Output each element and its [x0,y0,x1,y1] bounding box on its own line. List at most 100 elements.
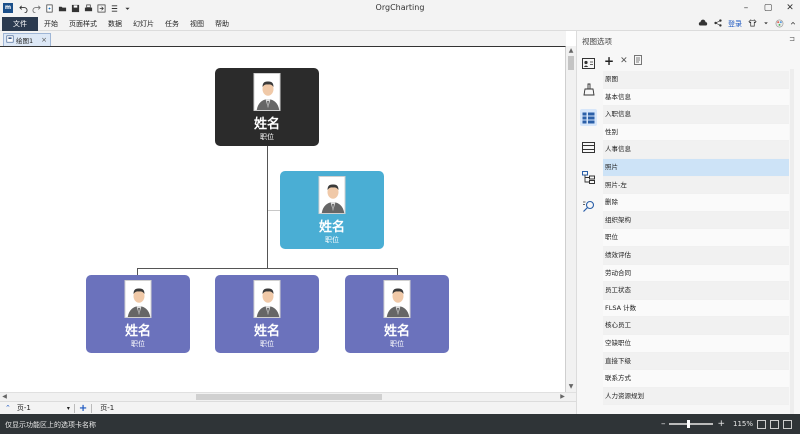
qat-dropdown-icon[interactable] [122,4,132,14]
list-item-selected[interactable]: 照片 [603,158,789,177]
list-item[interactable]: 基本信息 [603,88,789,107]
redo-icon[interactable] [31,4,41,14]
page-select[interactable]: 页-1 [16,404,31,412]
menu-item-data[interactable]: 数据 [108,20,122,28]
list-item[interactable]: 员工状态 [603,282,789,300]
node-name: 姓名 [383,324,410,339]
horizontal-scrollbar[interactable]: ◀ ▶ [0,392,576,401]
page-tab[interactable]: 页-1 [100,404,115,412]
menu-item-view[interactable]: 视图 [190,20,204,28]
save-icon[interactable] [70,4,80,14]
zoom-controls: – + 115% [661,417,792,431]
panel-scrollbar[interactable] [790,69,794,419]
menu-file[interactable]: 文件 [2,17,38,31]
undo-icon[interactable] [18,4,28,14]
list-item[interactable]: 劳动合同 [603,264,789,283]
document-icon [6,35,14,45]
menu-item-home[interactable]: 开始 [44,20,58,28]
scroll-left-icon[interactable]: ◀ [2,393,7,400]
list-item[interactable]: 照片-左 [603,176,789,195]
full-screen-icon[interactable] [783,419,792,429]
node-name: 姓名 [253,117,280,132]
skin-dropdown-icon[interactable] [763,20,769,28]
minimize-icon[interactable]: – [743,3,749,13]
add-icon[interactable]: + [604,54,615,68]
palette-icon[interactable] [775,19,784,30]
list-item[interactable]: 人力资源规划 [603,387,789,406]
maximize-icon[interactable]: ▢ [763,3,773,13]
node-name: 姓名 [318,220,345,235]
fit-width-icon[interactable] [757,419,766,429]
menu-item-help[interactable]: 帮助 [215,20,229,28]
connector-line [397,268,398,275]
scroll-right-icon[interactable]: ▶ [560,393,565,400]
scroll-down-icon[interactable]: ▼ [568,383,574,390]
list-item[interactable]: 空缺职位 [603,334,789,353]
page-setup-icon[interactable] [109,4,119,14]
menu-item-tasks[interactable]: 任务 [165,20,179,28]
format-brush-icon[interactable] [580,81,597,98]
share-icon[interactable] [714,19,722,29]
hierarchy-icon[interactable] [580,169,597,186]
collapse-ribbon-icon[interactable] [790,20,796,28]
list-item[interactable]: 组织架构 [603,211,789,230]
document-tab-strip: 绘图1 × [0,31,566,46]
list-item[interactable]: 性别 [603,123,789,142]
edit-list-icon[interactable] [633,55,643,67]
login-link[interactable]: 登录 [728,20,742,28]
search-list-icon[interactable] [580,198,597,215]
list-item[interactable]: 原图 [603,71,789,89]
list-view-icon[interactable] [580,109,597,126]
panel-pin-icon[interactable]: ⊐ [789,35,795,43]
person-avatar-icon [319,177,345,213]
list-item[interactable]: 联系方式 [603,370,789,388]
org-node-child-3[interactable]: 姓名 职位 [345,275,449,353]
vertical-scroll-thumb[interactable] [568,56,574,70]
zoom-level[interactable]: 115% [732,420,753,428]
scroll-up-icon[interactable]: ▲ [568,47,574,54]
org-node-root[interactable]: 姓名 职位 [215,68,319,146]
new-file-icon[interactable] [44,4,54,14]
list-item[interactable]: 绩效评估 [603,246,789,265]
vertical-scrollbar[interactable]: ▲ ▼ [566,46,576,392]
delete-icon[interactable]: ✕ [620,56,628,66]
menu-item-page-style[interactable]: 页面样式 [69,20,97,28]
open-folder-icon[interactable] [57,4,67,14]
add-page-button[interactable]: + [78,402,88,414]
list-item[interactable]: 人事信息 [603,141,789,159]
cloud-icon[interactable] [698,19,708,29]
print-icon[interactable] [83,4,93,14]
org-node-child-1[interactable]: 姓名 职位 [86,275,190,353]
export-icon[interactable] [96,4,106,14]
document-tab-close-icon[interactable]: × [41,36,47,44]
layout-icon[interactable] [580,139,597,156]
org-node-child-2[interactable]: 姓名 职位 [215,275,319,353]
zoom-slider[interactable] [669,420,714,428]
list-item[interactable]: 删除 [603,194,789,212]
page-collapse-icon[interactable]: ⌃ [5,404,11,412]
drawing-canvas[interactable]: 姓名 职位 姓名 职位 姓名 职位 姓名 职位 姓名 职位 [0,46,566,392]
zoom-slider-knob[interactable] [687,420,691,428]
app-logo-icon: m [3,3,13,13]
page-select-dropdown-icon[interactable]: ▾ [66,404,70,412]
person-avatar-icon [254,281,280,317]
org-node-assistant[interactable]: 姓名 职位 [280,171,384,249]
employee-photo [253,280,281,318]
list-item[interactable]: FLSA 计数 [603,299,789,318]
horizontal-scroll-thumb[interactable] [196,394,382,400]
list-item[interactable]: 职位 [603,229,789,247]
close-icon[interactable]: ✕ [786,3,794,13]
list-item[interactable]: 直接下级 [603,352,789,371]
fit-page-icon[interactable] [770,419,779,429]
skin-shirt-icon[interactable] [748,19,757,29]
document-tab[interactable]: 绘图1 × [3,33,51,46]
zoom-in-button[interactable]: + [717,419,725,429]
panel-title: 视图选项 [582,37,612,46]
zoom-out-button[interactable]: – [660,419,666,429]
node-position: 职位 [390,340,404,348]
person-avatar-icon [125,281,151,317]
contact-card-icon[interactable] [580,55,597,72]
menu-item-slides[interactable]: 幻灯片 [133,20,154,28]
list-item[interactable]: 入职信息 [603,106,789,124]
list-item[interactable]: 核心员工 [603,317,789,335]
